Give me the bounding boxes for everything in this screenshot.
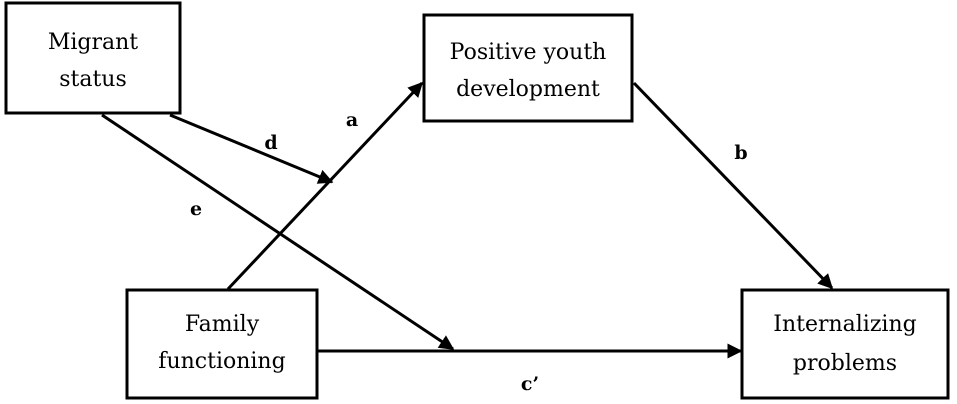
path-a-label: a: [346, 109, 358, 131]
node-internalizing-problems-line1: Internalizing: [773, 312, 916, 337]
node-migrant-status-line2: status: [59, 67, 127, 92]
node-family-functioning: Family functioning: [125, 288, 319, 400]
node-internalizing-problems-line2: problems: [793, 351, 897, 376]
path-e-arrow: [101, 113, 455, 351]
path-d-label: d: [264, 132, 277, 154]
node-positive-youth-development-line2: development: [456, 77, 600, 102]
node-migrant-status: Migrant status: [4, 1, 182, 115]
path-d-arrow: [169, 113, 334, 184]
node-migrant-status-line1: Migrant: [48, 30, 138, 55]
path-b-arrow: [632, 81, 834, 290]
node-family-functioning-line2: functioning: [158, 349, 285, 374]
node-positive-youth-development-line1: Positive youth: [450, 40, 607, 65]
path-b-label: b: [734, 142, 747, 164]
path-c-prime-label: c’: [521, 373, 539, 395]
node-internalizing-problems: Internalizing problems: [740, 288, 950, 400]
node-family-functioning-line1: Family: [185, 312, 260, 337]
node-positive-youth-development: Positive youth development: [422, 13, 634, 123]
path-e-label: e: [190, 198, 202, 220]
path-a-arrow: [226, 81, 424, 291]
